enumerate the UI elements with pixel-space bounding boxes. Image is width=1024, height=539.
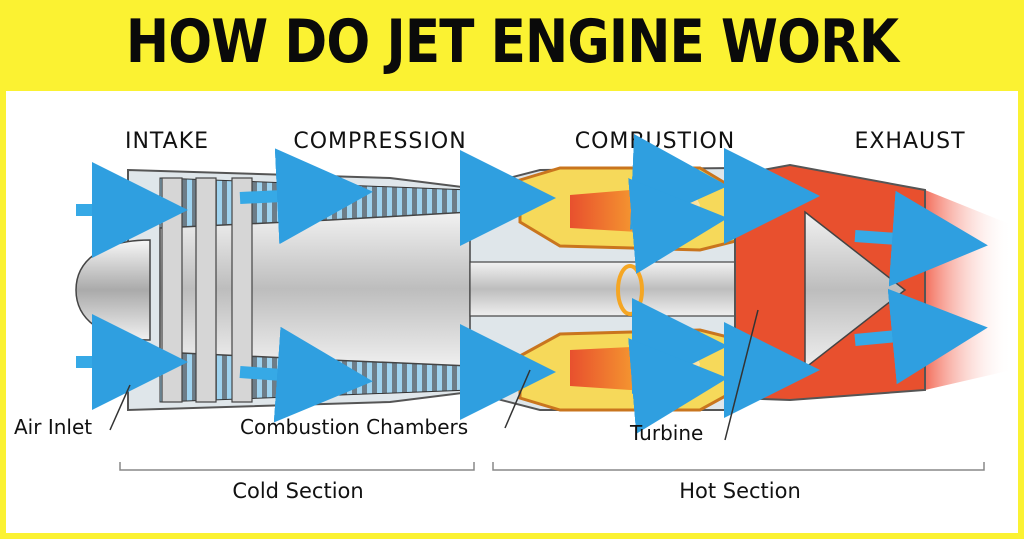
callout-turbine: Turbine xyxy=(629,421,703,445)
stage-label-compression: COMPRESSION xyxy=(293,129,466,154)
nose-cone xyxy=(75,239,151,341)
combustion-chambers-leader xyxy=(504,369,531,429)
callout-combustion-chambers: Combustion Chambers xyxy=(240,415,468,439)
airflow-arrow xyxy=(628,338,728,434)
airflow-arrow xyxy=(854,288,988,385)
exhaust-plume xyxy=(925,190,1012,390)
airflow-arrow xyxy=(239,326,373,423)
airflow-arrow xyxy=(630,134,728,230)
airflow-arrow xyxy=(239,148,373,245)
callout-air-inlet: Air Inlet xyxy=(14,415,92,439)
stage-label-intake: INTAKE xyxy=(125,129,209,154)
airflow-arrows xyxy=(76,134,988,434)
exhaust-cone xyxy=(804,210,907,370)
stage-label-exhaust: EXHAUST xyxy=(854,129,965,154)
cold-section-bracket xyxy=(119,462,475,471)
section-label-cold: Cold Section xyxy=(232,479,363,503)
air-inlet-leader xyxy=(109,384,131,431)
stage-label-combustion: COMBUSTION xyxy=(575,129,736,154)
section-label-hot: Hot Section xyxy=(679,479,801,503)
airflow-arrow xyxy=(854,190,988,287)
fan-stage-2 xyxy=(195,177,217,403)
fan-stage-3 xyxy=(231,177,253,403)
poster-title: HOW DO JET ENGINE WORK xyxy=(125,7,899,77)
fan-stage-1 xyxy=(161,177,183,403)
turbine-leader xyxy=(724,309,759,441)
engine-shaft xyxy=(469,261,751,317)
airflow-arrow xyxy=(628,178,728,274)
hot-section-bracket xyxy=(492,462,985,471)
